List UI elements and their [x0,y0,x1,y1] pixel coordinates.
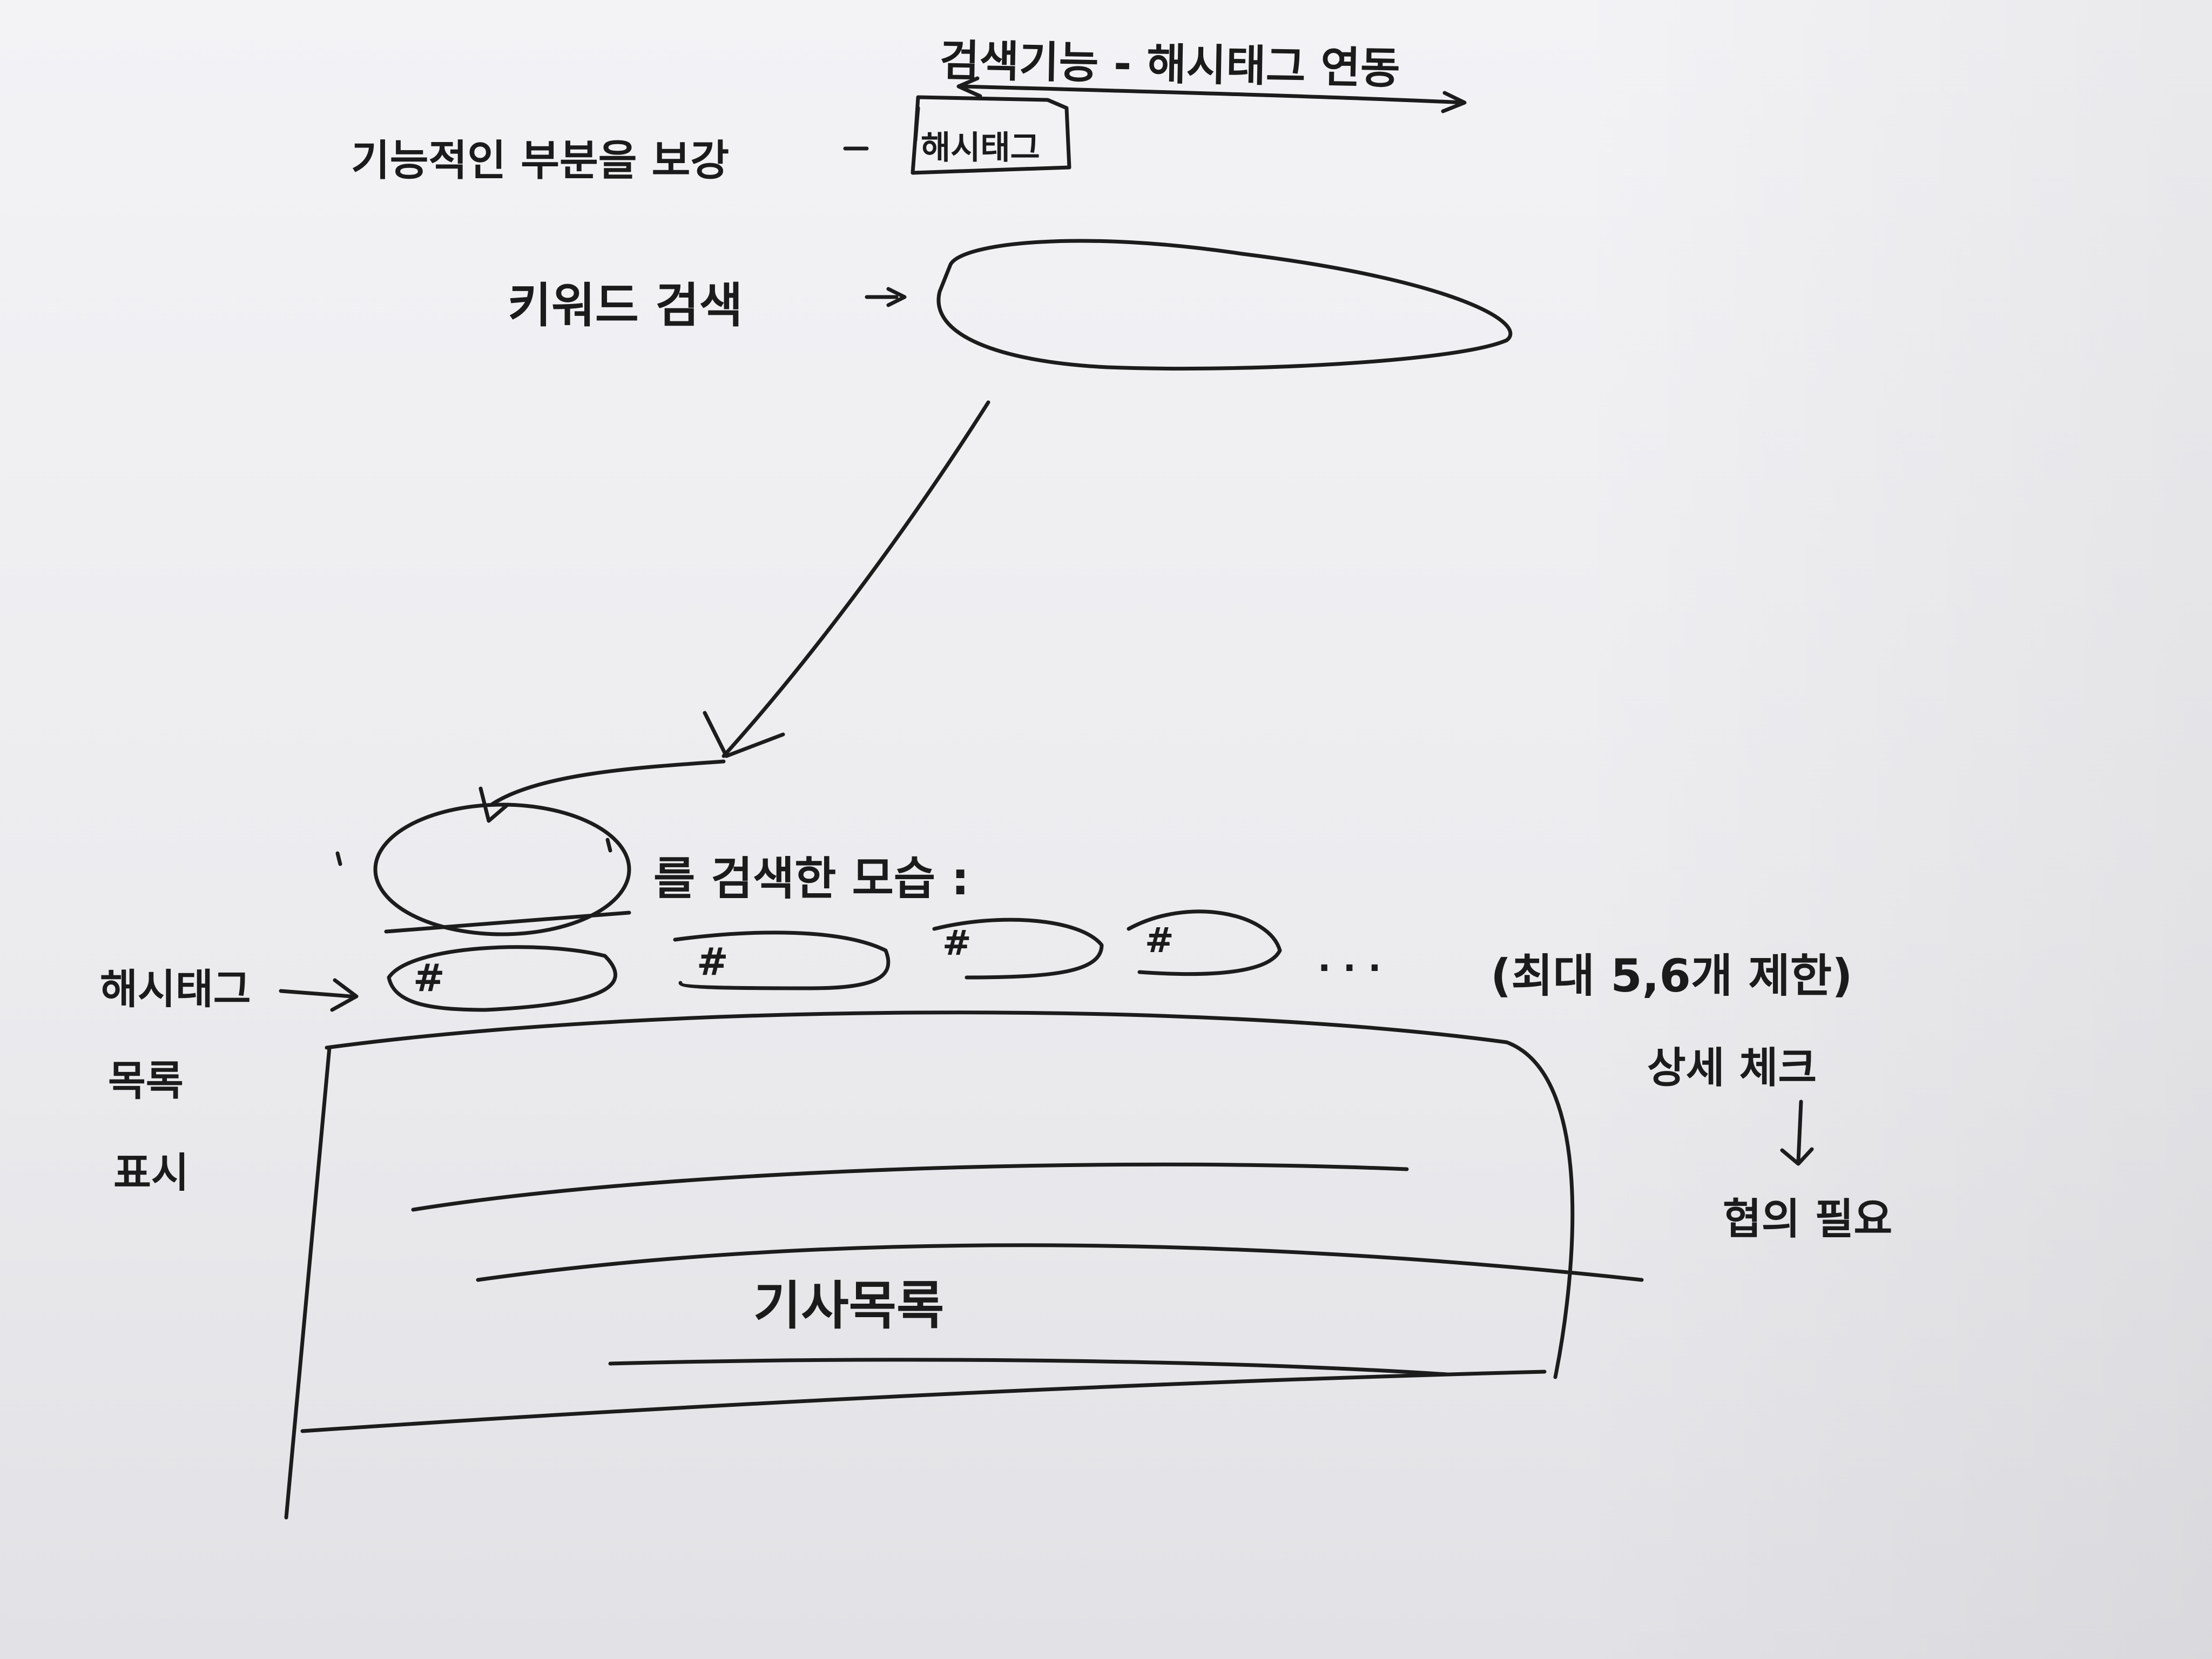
title-arrowhead-right [1441,91,1467,113]
consult-arrow [1796,1100,1803,1163]
article-line-1 [411,1162,1409,1212]
paper-shadow [1564,0,2212,1659]
article-list-label: 기사목록 [753,1276,945,1336]
detail-check: 상세 체크 [1647,1044,1817,1092]
article-frame-left [284,1046,332,1520]
chip-1 [387,945,617,1012]
chip-3-symbol: # [942,923,972,963]
title-arrowhead-left [956,76,982,98]
hashtag-list-label-3: 표시 [113,1149,189,1197]
curve-to-circle-head [478,786,510,823]
functional-note: 기능적인 부분을 보강 [351,137,730,185]
limit-note: (최대 5,6개 제한) [1491,949,1853,1002]
keyword-search-label: 키워드 검색 [508,278,743,333]
title-underline-arrow [959,84,1466,105]
chip-2 [673,930,891,990]
long-arrow-head [703,711,785,758]
search-result-label: 를 검색한 모습 : [653,852,970,905]
consult-arrowhead [1780,1147,1814,1166]
hashtag-list-label-1: 해시태그 [100,965,251,1013]
article-line-3 [608,1358,1449,1377]
result-circle [373,802,631,936]
chip-2-symbol: # [697,940,729,984]
quote-mark-left [335,851,342,866]
ellipsis: . . . [1318,940,1381,980]
article-frame-bottom [300,1370,1547,1433]
hashtag-box-inner-line [913,106,920,143]
keyword-arrowhead [886,287,907,307]
chip-1-symbol: # [413,956,445,1000]
chip-4-symbol: # [1145,921,1174,961]
title-text: 검색기능 - 해시태그 연동 [939,35,1401,94]
chip-4 [1127,909,1282,976]
hashtag-list-arrow [279,989,353,999]
consult-needed: 협의 필요 [1723,1195,1893,1244]
keyword-search-oval [936,239,1513,371]
quote-mark-right [605,838,612,853]
result-underline [384,911,631,934]
article-line-2 [476,1243,1644,1282]
hashtag-list-arrowhead [330,978,359,1012]
long-arrow [721,400,990,758]
hashtag-list-label-2: 목록 [108,1057,184,1105]
article-frame [325,1010,1575,1379]
curve-to-circle [489,759,726,807]
hashtag-box-label: 해시태그 [921,129,1040,167]
chip-3 [932,918,1104,980]
